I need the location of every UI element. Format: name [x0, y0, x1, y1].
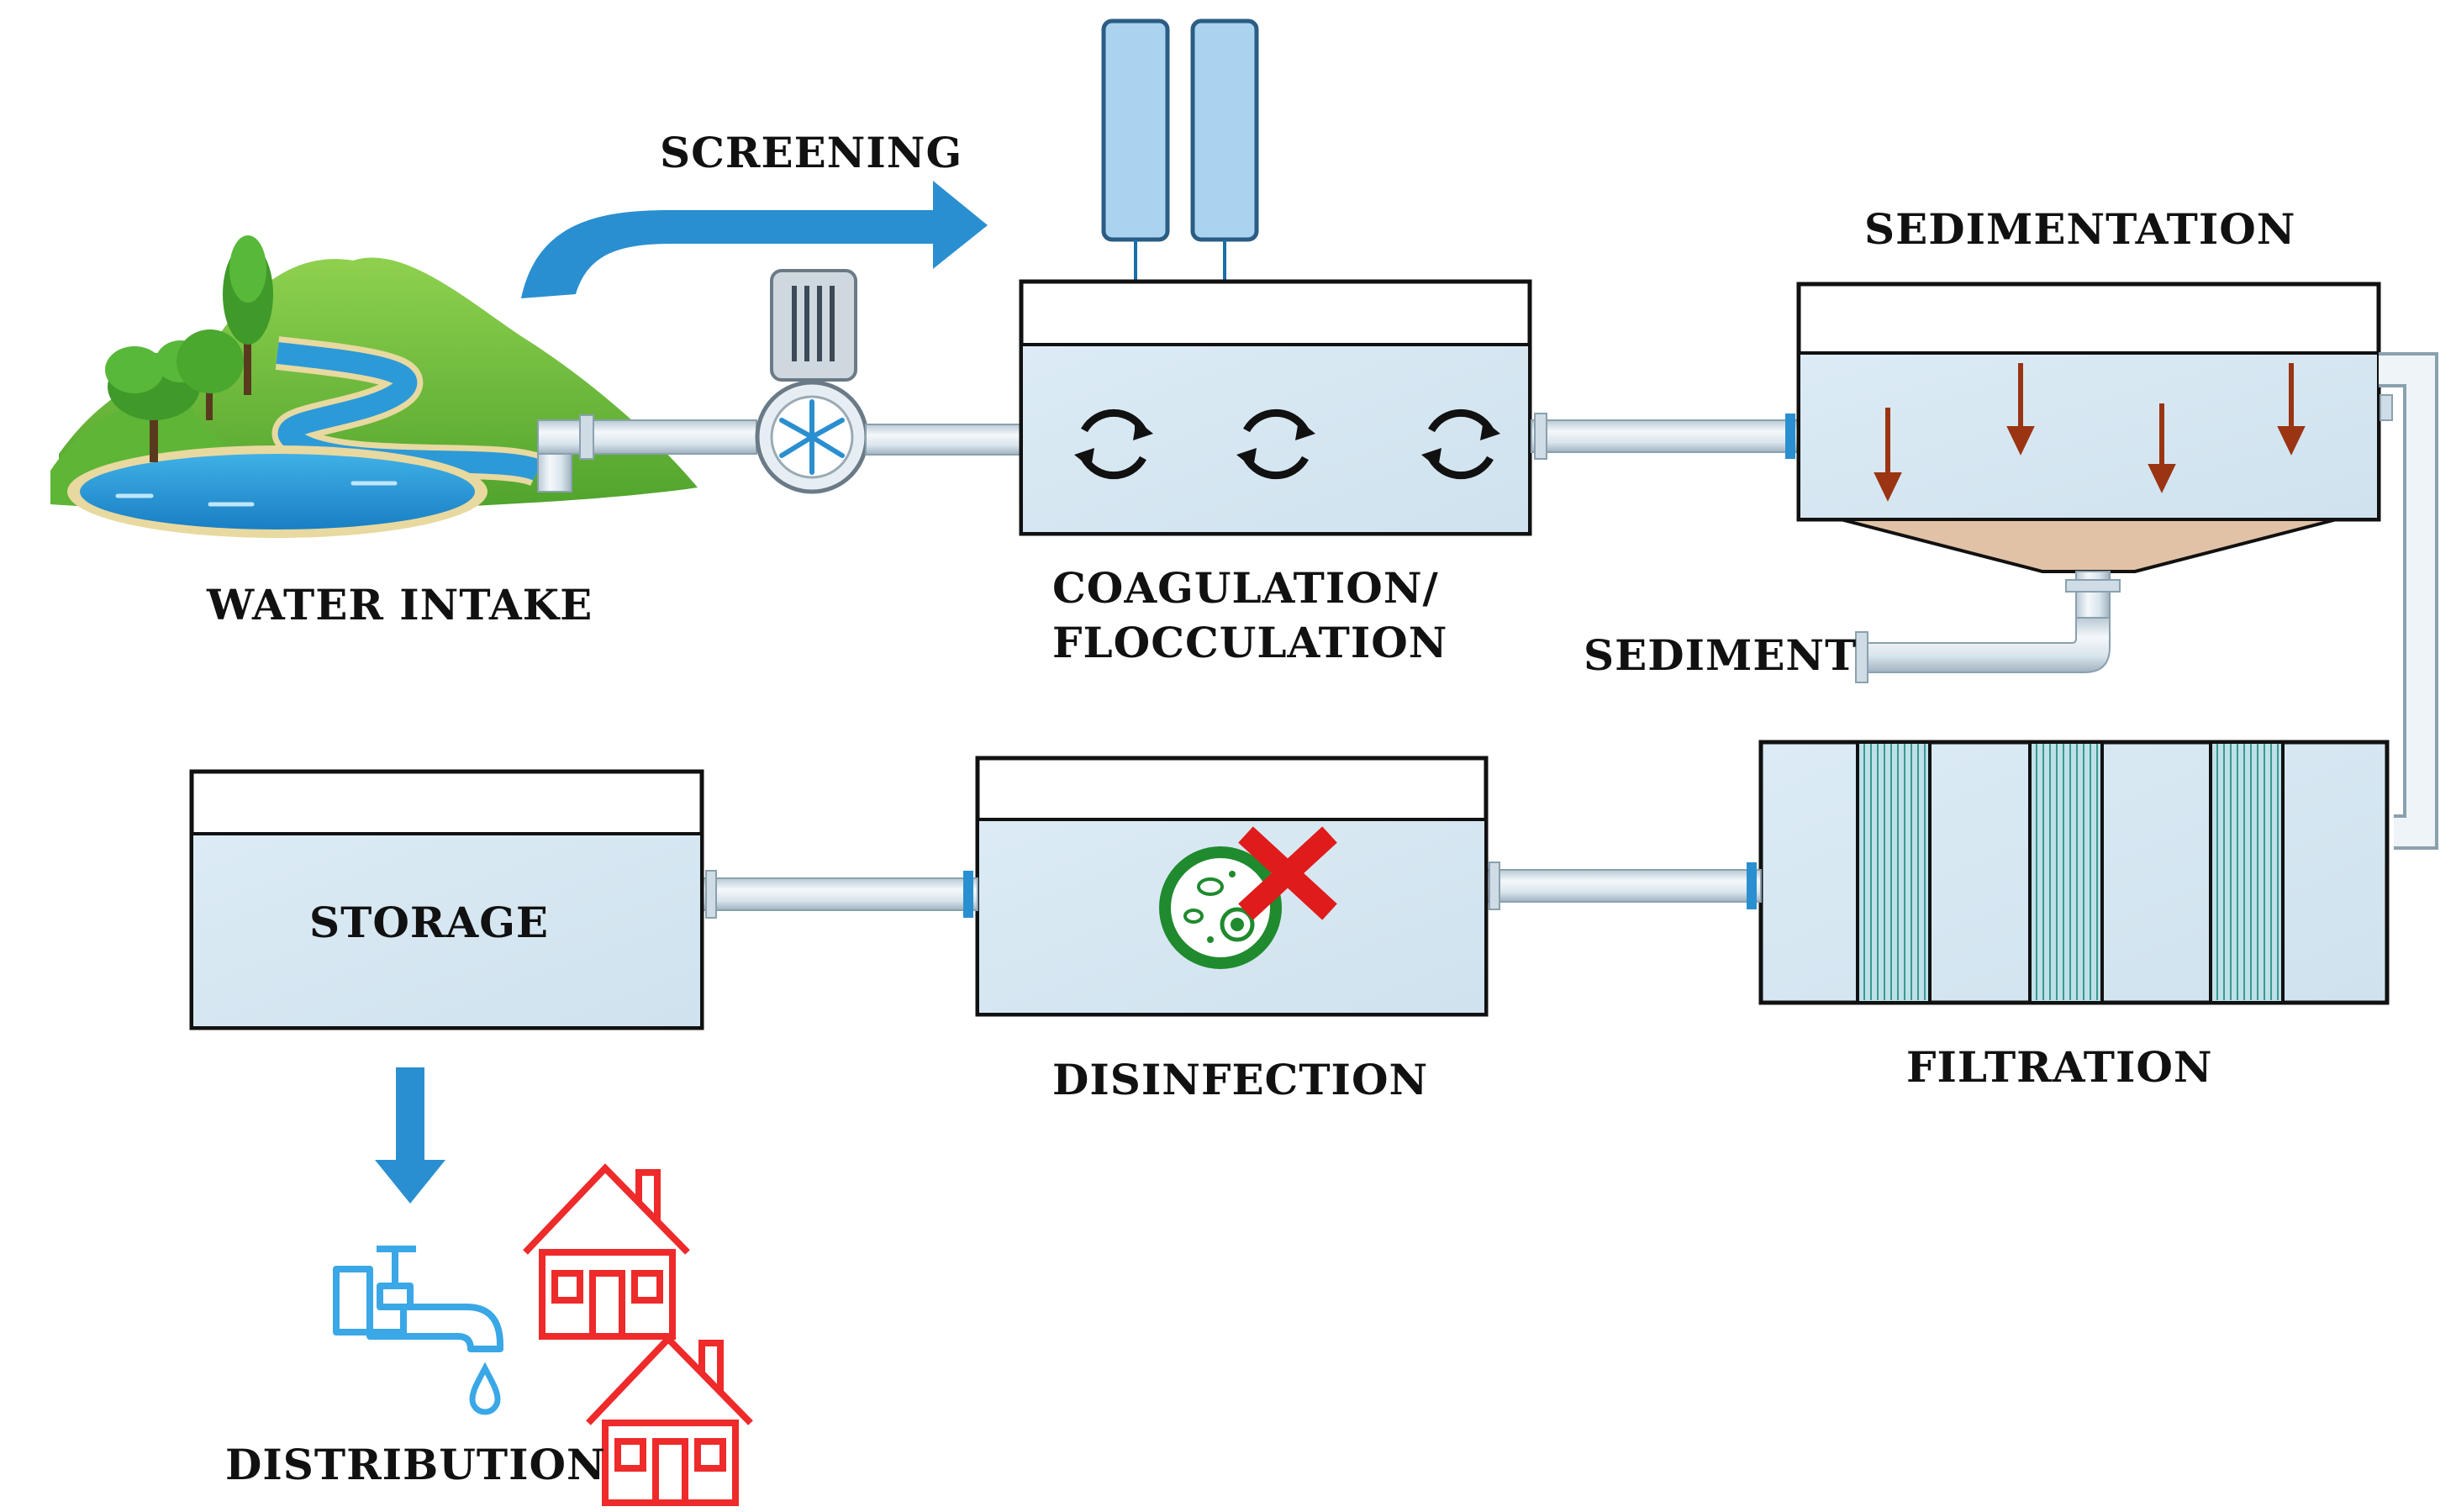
water-intake-landscape: [50, 235, 698, 538]
label-sedimentation: SEDIMENTATION: [1864, 204, 2296, 254]
coagulation-tank: [1019, 279, 1532, 536]
tap-icon: [333, 1246, 503, 1352]
mixing-cycle-icon: [1236, 408, 1315, 480]
mixing-cycle-icon: [1421, 408, 1500, 480]
microorganism-icon: [1159, 846, 1282, 969]
distribution-arrow: [375, 1067, 445, 1204]
label-water-intake: WATER INTAKE: [207, 580, 593, 630]
pipe-coagulation-sedimentation: [1531, 419, 1800, 453]
label-distribution: DISTRIBUTION: [225, 1440, 606, 1489]
filtration-unit: [1758, 740, 2390, 1005]
tree-icon: [223, 235, 273, 395]
house-icon: [523, 1163, 690, 1340]
tree-icon: [105, 340, 206, 462]
label-storage: STORAGE: [309, 898, 550, 947]
screening-arrow: [521, 181, 988, 298]
tree-icon: [177, 329, 244, 420]
label-screening: SCREENING: [660, 128, 963, 177]
water-drop-icon: [469, 1362, 501, 1415]
pipe-sedimentation-filtration: [2379, 352, 2438, 850]
storage-tank: [189, 769, 704, 1030]
mixing-cycle-icon: [1074, 408, 1153, 480]
label-disinfection: DISINFECTION: [1052, 1055, 1429, 1104]
sedimentation-tank: [1796, 282, 2381, 683]
cross-icon: [1238, 826, 1337, 920]
chemical-dosing-tanks: [1101, 18, 1259, 340]
pipe-disinfection-storage: [701, 877, 978, 911]
pump-icon: [755, 269, 869, 494]
pipe-pump-coagulation: [865, 424, 1022, 456]
label-filtration: FILTRATION: [1906, 1042, 2213, 1092]
house-icon: [586, 1334, 753, 1506]
disinfection-tank: [975, 756, 1489, 1017]
label-coagulation-line1: COAGULATION/: [1052, 563, 1439, 613]
label-coagulation-line2: FLOCCULATION: [1052, 618, 1448, 667]
pipe-filtration-disinfection: [1485, 869, 1762, 903]
label-sediment: SEDIMENT: [1584, 630, 1858, 680]
